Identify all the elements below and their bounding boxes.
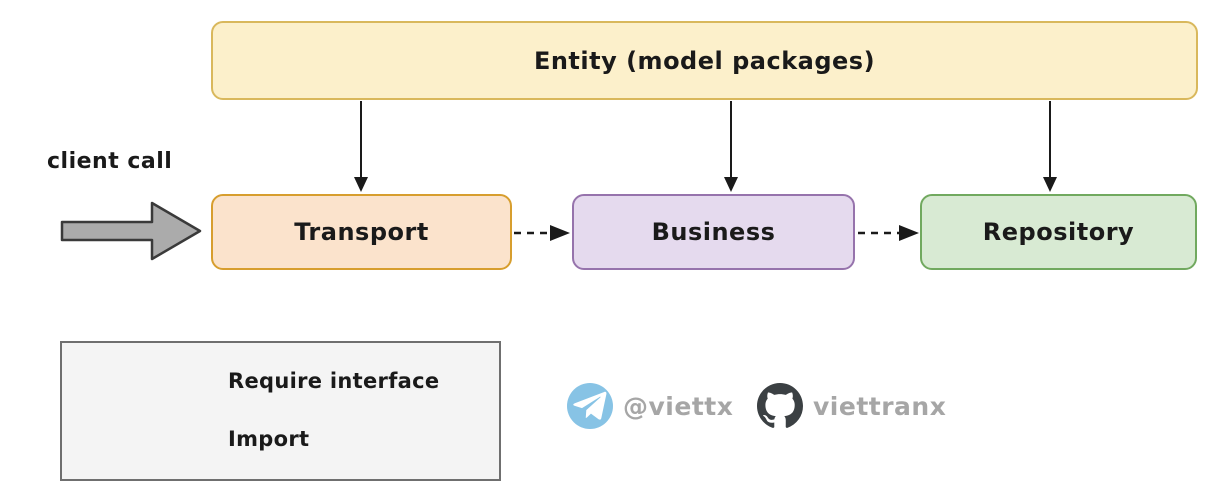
- entity-box: Entity (model packages): [211, 21, 1198, 100]
- require-arrow-business-repository: [858, 225, 919, 241]
- import-arrow-entity-business: [724, 101, 738, 192]
- transport-label: Transport: [294, 218, 429, 246]
- github-icon: [757, 383, 803, 428]
- import-arrow-entity-repository: [1043, 101, 1057, 192]
- import-arrow-entity-transport: [354, 101, 368, 192]
- telegram-handle-text: @viettx: [623, 391, 734, 421]
- github-handle-group: viettranx: [757, 383, 946, 429]
- client-call-arrow: [60, 201, 202, 261]
- require-arrow-transport-business: [514, 225, 570, 241]
- telegram-icon: [567, 383, 613, 429]
- github-handle-text: viettranx: [813, 391, 947, 421]
- repository-box: Repository: [920, 194, 1197, 270]
- client-call-label: client call: [47, 149, 173, 174]
- entity-label: Entity (model packages): [533, 46, 876, 75]
- repository-label: Repository: [982, 218, 1135, 246]
- legend-import-label: Import: [228, 427, 310, 451]
- legend-require-interface-label: Require interface: [228, 369, 440, 393]
- business-box: Business: [572, 194, 855, 270]
- transport-box: Transport: [211, 194, 512, 270]
- telegram-handle-group: @viettx: [567, 383, 733, 429]
- legend-box: [60, 341, 501, 481]
- business-label: Business: [651, 218, 776, 246]
